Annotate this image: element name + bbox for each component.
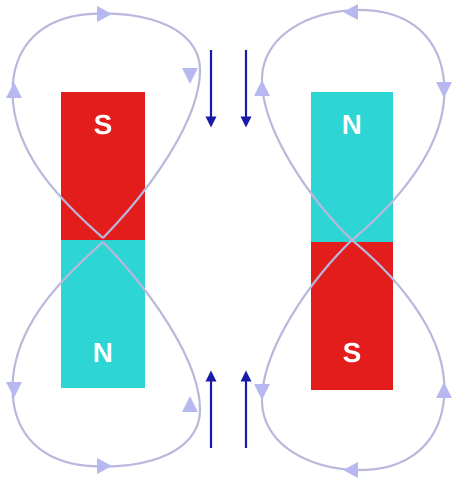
force-arrows — [205, 50, 252, 448]
triangle-arrowhead-icon — [343, 462, 358, 478]
triangle-arrowhead-icon — [97, 458, 112, 474]
triangle-arrowhead-icon — [436, 82, 452, 98]
right-magnet-top-pole — [311, 92, 393, 242]
triangle-arrowhead-icon — [254, 80, 270, 96]
left-field-loop-upper — [11, 12, 202, 239]
triangle-arrowhead-icon — [436, 382, 452, 398]
right-field-lines — [260, 8, 446, 472]
left-magnet: S N — [61, 92, 145, 388]
triangle-arrowhead-icon — [6, 82, 22, 98]
left-magnet-bottom-pole — [61, 240, 145, 388]
left-field-loop-lower — [11, 241, 202, 468]
left-magnet-bottom-label: N — [93, 337, 113, 368]
triangle-arrowhead-icon — [97, 6, 112, 22]
left-field-lines — [11, 12, 202, 468]
right-magnet-bottom-pole — [311, 242, 393, 390]
left-magnet-top-label: S — [94, 109, 113, 140]
field-arrowheads — [6, 4, 452, 478]
triangle-arrowhead-icon — [254, 384, 270, 400]
right-magnet-bottom-label: S — [343, 337, 362, 368]
triangle-arrowhead-icon — [182, 68, 198, 84]
right-magnet: N S — [311, 92, 393, 390]
right-field-loop-lower — [260, 239, 446, 472]
left-magnet-top-pole — [61, 92, 145, 240]
triangle-arrowhead-icon — [343, 4, 358, 20]
triangle-arrowhead-icon — [182, 396, 198, 412]
triangle-arrowhead-icon — [6, 382, 22, 398]
right-field-loop-upper — [260, 8, 446, 241]
right-magnet-top-label: N — [342, 109, 362, 140]
